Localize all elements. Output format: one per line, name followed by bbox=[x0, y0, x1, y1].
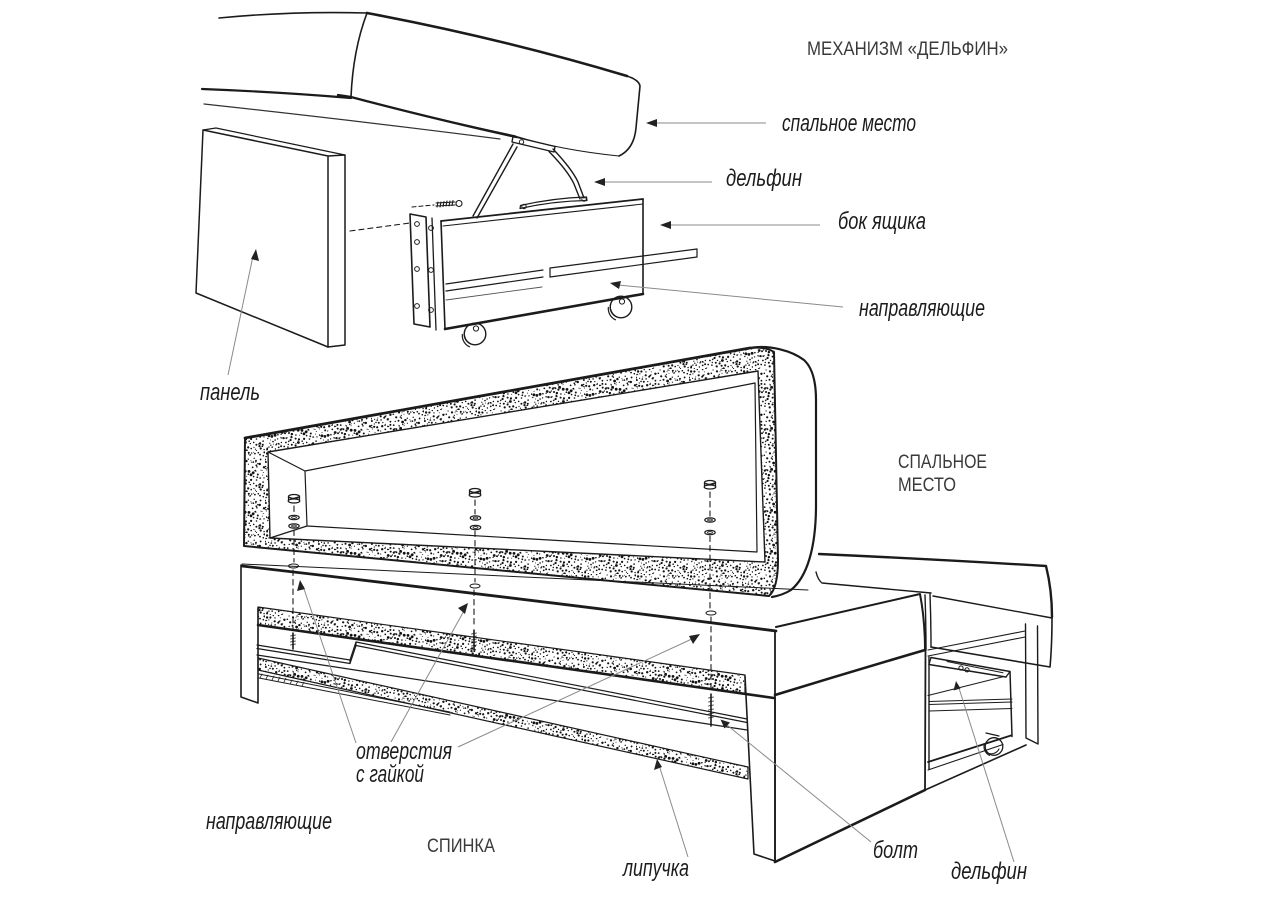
svg-text:дельфин: дельфин bbox=[726, 165, 802, 192]
svg-text:бок ящика: бок ящика bbox=[838, 208, 926, 235]
svg-text:с гайкой: с гайкой bbox=[356, 761, 424, 788]
svg-text:дельфин: дельфин bbox=[951, 858, 1027, 885]
svg-text:липучка: липучка bbox=[622, 855, 689, 882]
svg-text:направляющие: направляющие bbox=[206, 808, 332, 835]
svg-text:СПАЛЬНОЕ: СПАЛЬНОЕ bbox=[898, 451, 987, 473]
svg-text:болт: болт bbox=[873, 837, 918, 864]
svg-text:МЕСТО: МЕСТО bbox=[898, 474, 956, 496]
svg-text:спальное место: спальное место bbox=[782, 110, 916, 137]
svg-text:панель: панель bbox=[200, 379, 260, 406]
svg-text:МЕХАНИЗМ «ДЕЛЬФИН»: МЕХАНИЗМ «ДЕЛЬФИН» bbox=[807, 38, 1008, 60]
svg-text:СПИНКА: СПИНКА bbox=[427, 835, 495, 857]
svg-text:направляющие: направляющие bbox=[859, 295, 985, 322]
svg-text:отверстия: отверстия bbox=[356, 738, 452, 765]
